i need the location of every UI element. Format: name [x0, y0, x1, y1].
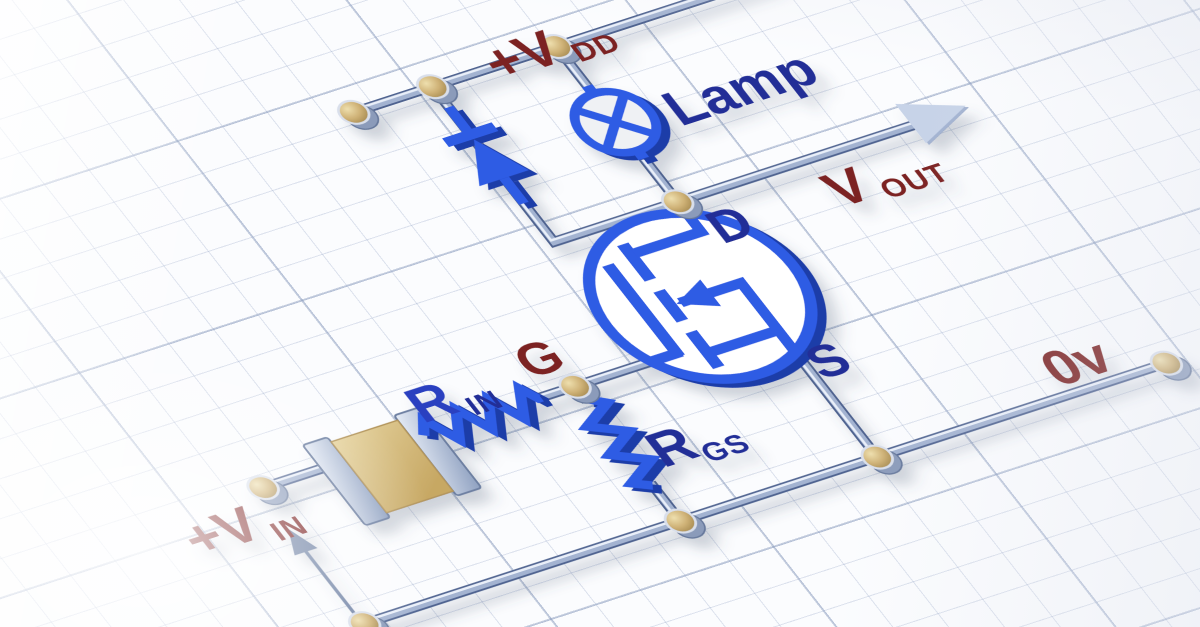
label-vin: +V — [168, 496, 273, 567]
label-vdd: +V — [469, 20, 574, 91]
label-lamp: Lamp — [650, 40, 831, 136]
label-vout: V — [809, 156, 883, 217]
label-vout-sub: OUT — [873, 158, 956, 204]
terminal-node-0v — [1143, 345, 1199, 387]
